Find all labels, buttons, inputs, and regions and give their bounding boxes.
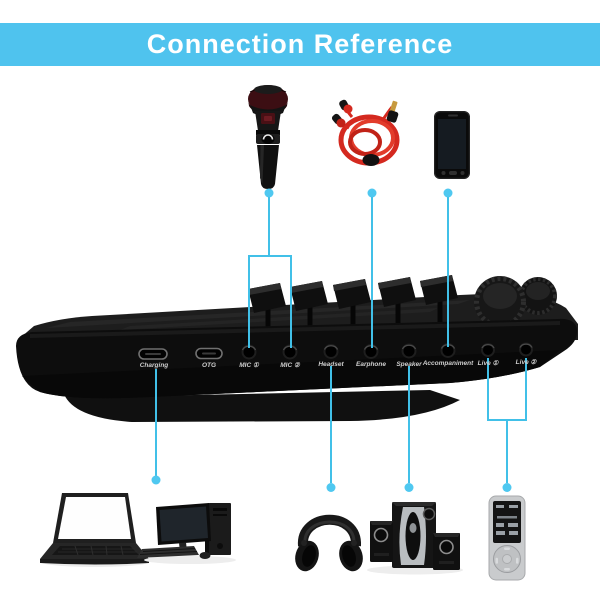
earphones-image <box>331 99 400 166</box>
fader-sliders <box>248 275 458 331</box>
port-label-speaker: Speaker <box>396 361 422 368</box>
connection-lines <box>151 188 527 492</box>
connector-dot <box>404 483 414 492</box>
headphones-image <box>295 514 363 572</box>
connector-dot <box>264 188 274 198</box>
port-label-otg: OTG <box>201 362 217 369</box>
connector-dot <box>443 188 453 198</box>
port-label-earphone: Earphone <box>356 361 386 368</box>
desktop-computer-image <box>137 503 236 564</box>
port-label-live2: Live ② <box>515 359 537 366</box>
connector-dot <box>367 188 377 198</box>
connector-dot <box>502 483 512 492</box>
smartphone-image <box>434 111 470 179</box>
port-label-headset: Headset <box>318 361 344 368</box>
speakers-image <box>367 502 463 575</box>
audio-jacks <box>241 342 533 360</box>
connector-dot <box>151 475 161 485</box>
laptop-image <box>40 493 149 567</box>
port-label-mic2: MIC ② <box>280 362 300 369</box>
port-label-charging: Charging <box>139 362 169 369</box>
microphone-image <box>248 85 288 189</box>
port-label-live1: Live ① <box>477 360 499 367</box>
port-label-accompaniment: Accompaniment <box>422 360 474 367</box>
title-banner: Connection Reference <box>0 23 600 66</box>
mp3-player-image <box>488 495 526 581</box>
port-label-mic1: MIC ① <box>239 362 259 369</box>
usb-c-ports <box>138 347 223 360</box>
sound-card-device-image <box>16 275 578 422</box>
page-title: Connection Reference <box>146 29 454 59</box>
connector-dot <box>326 483 336 492</box>
rotary-knobs <box>474 276 557 328</box>
